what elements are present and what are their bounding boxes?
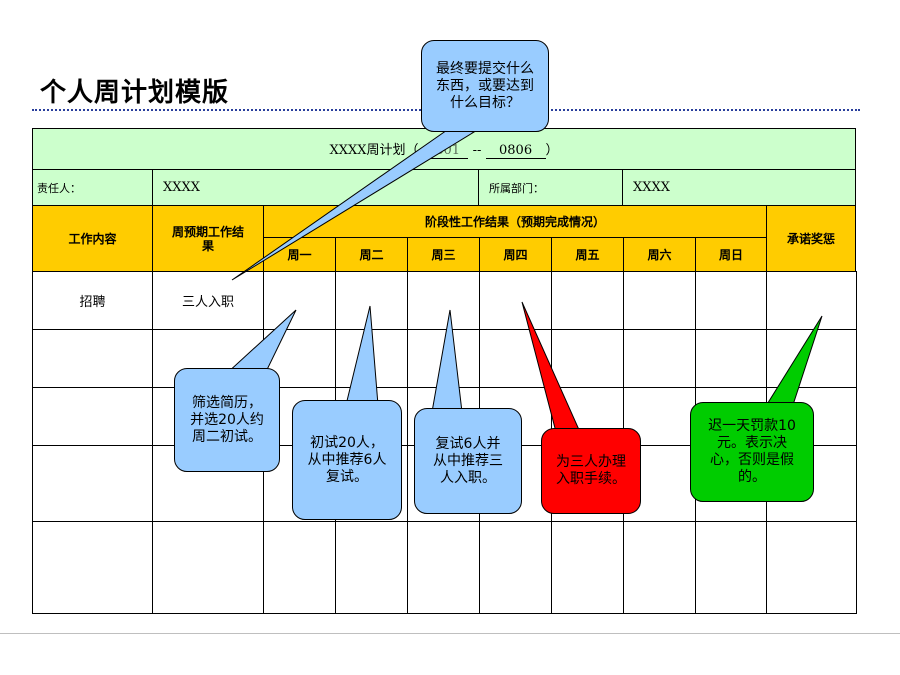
table-cell [152, 271, 264, 330]
table-cell [32, 329, 153, 388]
row-content: 招聘 [79, 294, 106, 310]
mon-callout: 筛选简历，并选20人约周二初试。 [174, 368, 280, 472]
table-cell [695, 521, 767, 614]
col-day-sun: 周日 [695, 237, 767, 272]
plan-heading-prefix: XXXX周计划（ [329, 143, 419, 158]
row-content-cell: 招聘 [32, 271, 153, 329]
dept-value: XXXX [633, 180, 671, 195]
owner-label-cell: 责任人： [32, 169, 153, 206]
owner-label: 责任人： [37, 181, 81, 195]
table-cell [407, 521, 480, 614]
col-day-wed: 周三 [407, 237, 480, 272]
reward-callout: 迟一天罚款10元。表示决心，否则是假的。 [690, 402, 814, 502]
row-result: 三人入职 [181, 294, 234, 310]
table-cell [551, 521, 624, 614]
table-cell [695, 271, 767, 330]
wed-callout-tail [431, 309, 463, 413]
footer-rule [0, 633, 900, 634]
col-day-thu: 周四 [479, 237, 552, 272]
tue-callout: 初试20人，从中推荐6人复试。 [292, 400, 402, 520]
table-cell [766, 521, 857, 614]
thu-callout-tail [521, 301, 581, 433]
col-stage-result: 阶段性工作结果（预期完成情况） [263, 205, 767, 238]
col-day-fri: 周五 [551, 237, 624, 272]
table-cell [623, 521, 696, 614]
col-day-sat: 周六 [623, 237, 696, 272]
col-reward: 承诺奖惩 [766, 205, 856, 272]
page-title: 个人周计划模版 [40, 78, 230, 108]
row-result-cell: 三人入职 [152, 271, 264, 329]
table-cell [335, 521, 408, 614]
owner-value-cell: XXXX [152, 169, 479, 206]
plan-date-end: 0806 [485, 143, 546, 159]
table-cell [152, 521, 264, 614]
tue-callout-tail [345, 305, 379, 406]
owner-value: XXXX [163, 180, 201, 195]
table-cell [551, 271, 624, 330]
dept-label-cell: 所属部门： [478, 169, 623, 206]
goal-callout: 最终要提交什么东西，或要达到什么目标？ [421, 40, 549, 132]
table-cell [32, 521, 153, 614]
table-cell [695, 329, 767, 388]
table-cell [407, 271, 480, 330]
col-weekly-result: 周预期工作结果 [152, 205, 264, 272]
dept-label: 所属部门： [489, 181, 544, 195]
plan-heading-suffix: ） [545, 143, 559, 158]
table-cell [766, 271, 857, 330]
col-work-content: 工作内容 [32, 205, 153, 272]
table-cell [263, 521, 336, 614]
reward-callout-tail [765, 315, 823, 409]
thu-callout: 为三人办理入职手续。 [541, 428, 641, 514]
dept-value-cell: XXXX [622, 169, 856, 206]
plan-date-sep: -- [472, 143, 482, 158]
wed-callout: 复试6人并从中推荐三人入职。 [414, 408, 522, 514]
goal-callout-tail [231, 127, 476, 281]
